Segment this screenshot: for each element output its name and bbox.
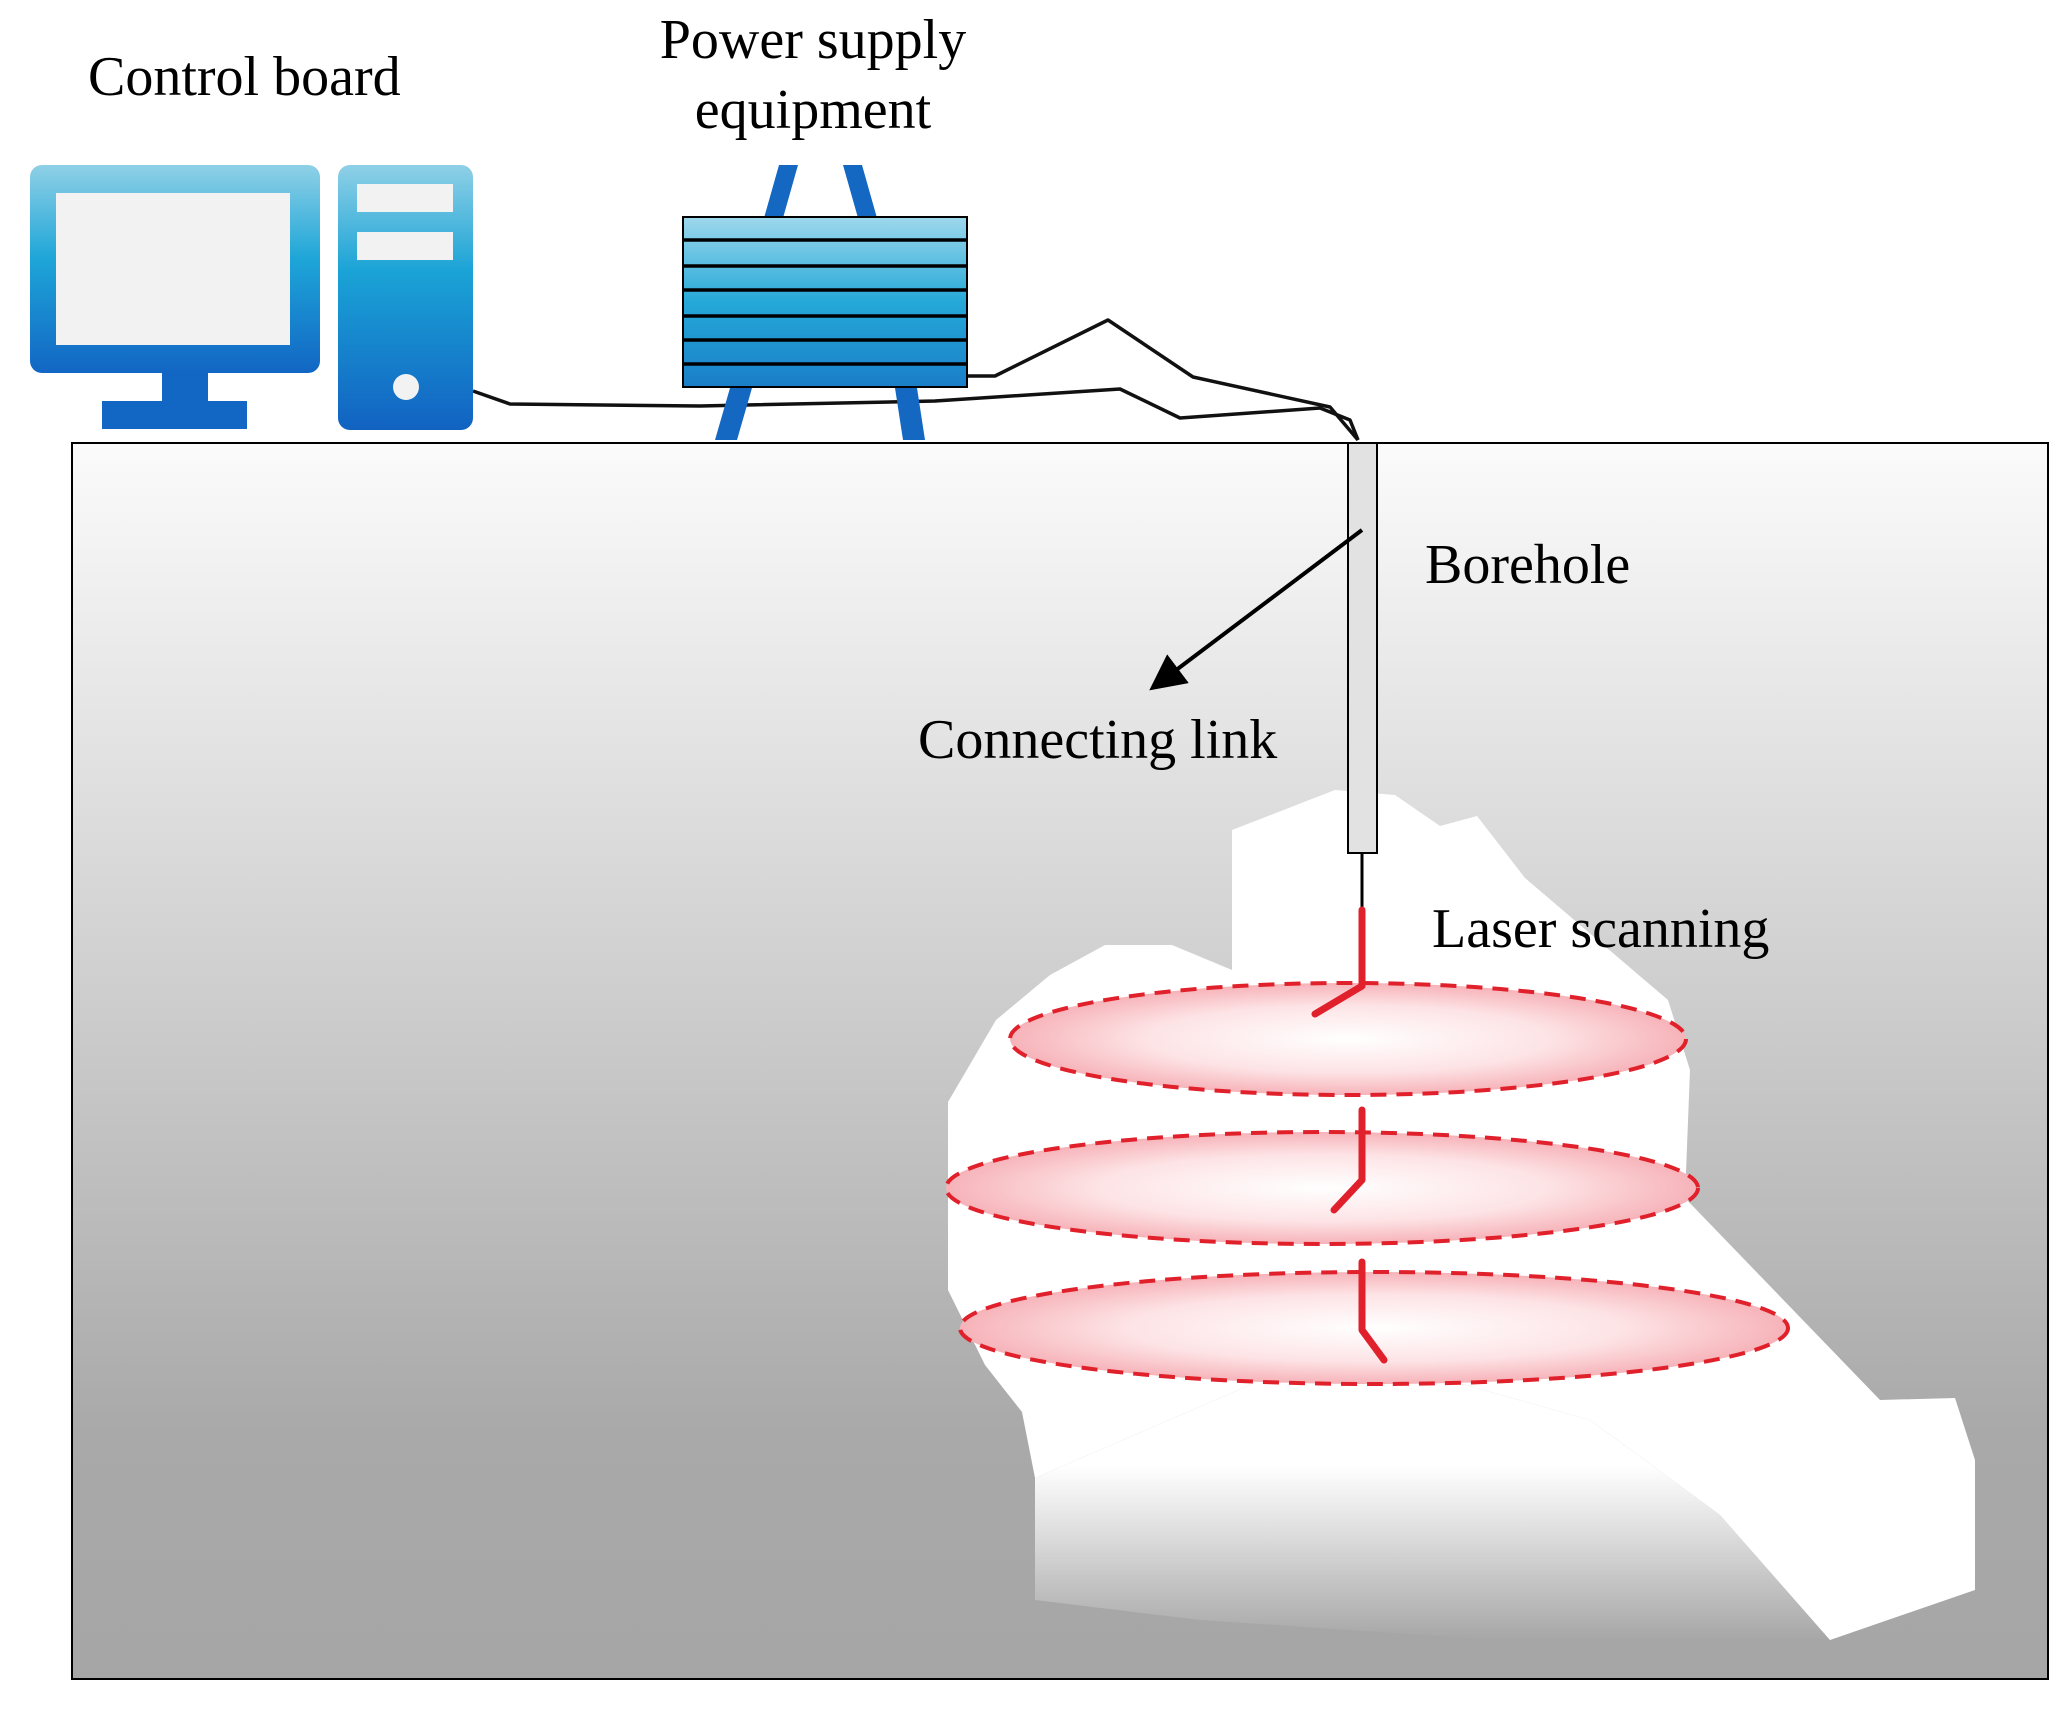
cables <box>472 318 1360 442</box>
computer-icon <box>30 165 473 430</box>
probe-3 <box>1358 1258 1388 1364</box>
tower-drive-1 <box>357 184 453 212</box>
borehole-tube <box>1347 442 1378 854</box>
cable-computer-to-borehole <box>472 387 1360 441</box>
power-supply-label-line2: equipment <box>695 79 932 141</box>
power-supply-label-line1: Power supply <box>660 9 966 71</box>
stand-leg-right-top <box>843 165 877 218</box>
stand-leg-left-bottom <box>715 388 752 440</box>
borehole-label: Borehole <box>1425 534 1630 596</box>
laser-scanning-label: Laser scanning <box>1432 898 1769 960</box>
power-supply-box-icon <box>682 165 968 440</box>
tower <box>338 165 473 430</box>
probe-2 <box>1330 1106 1366 1214</box>
monitor-screen <box>56 193 290 345</box>
scan-disc-2 <box>944 1130 1700 1246</box>
stand-leg-left-top <box>764 165 798 218</box>
probe-1 <box>1311 906 1366 1018</box>
power-button-icon <box>393 374 419 400</box>
laser-scanner-probe-icon <box>1311 906 1388 1364</box>
tower-drive-2 <box>357 232 453 260</box>
laser-scan-discs <box>944 981 1790 1386</box>
connecting-link-arrow <box>1149 528 1364 691</box>
stand-leg-right-bottom <box>895 388 925 440</box>
scan-disc-1 <box>1008 981 1688 1097</box>
control-board-label: Control board <box>88 46 401 108</box>
monitor-base <box>102 401 247 429</box>
monitor-neck <box>162 373 208 403</box>
cable-power-to-borehole <box>965 318 1360 442</box>
connecting-link-label: Connecting link <box>918 709 1277 771</box>
power-box <box>682 216 968 388</box>
scan-disc-3 <box>958 1270 1790 1386</box>
